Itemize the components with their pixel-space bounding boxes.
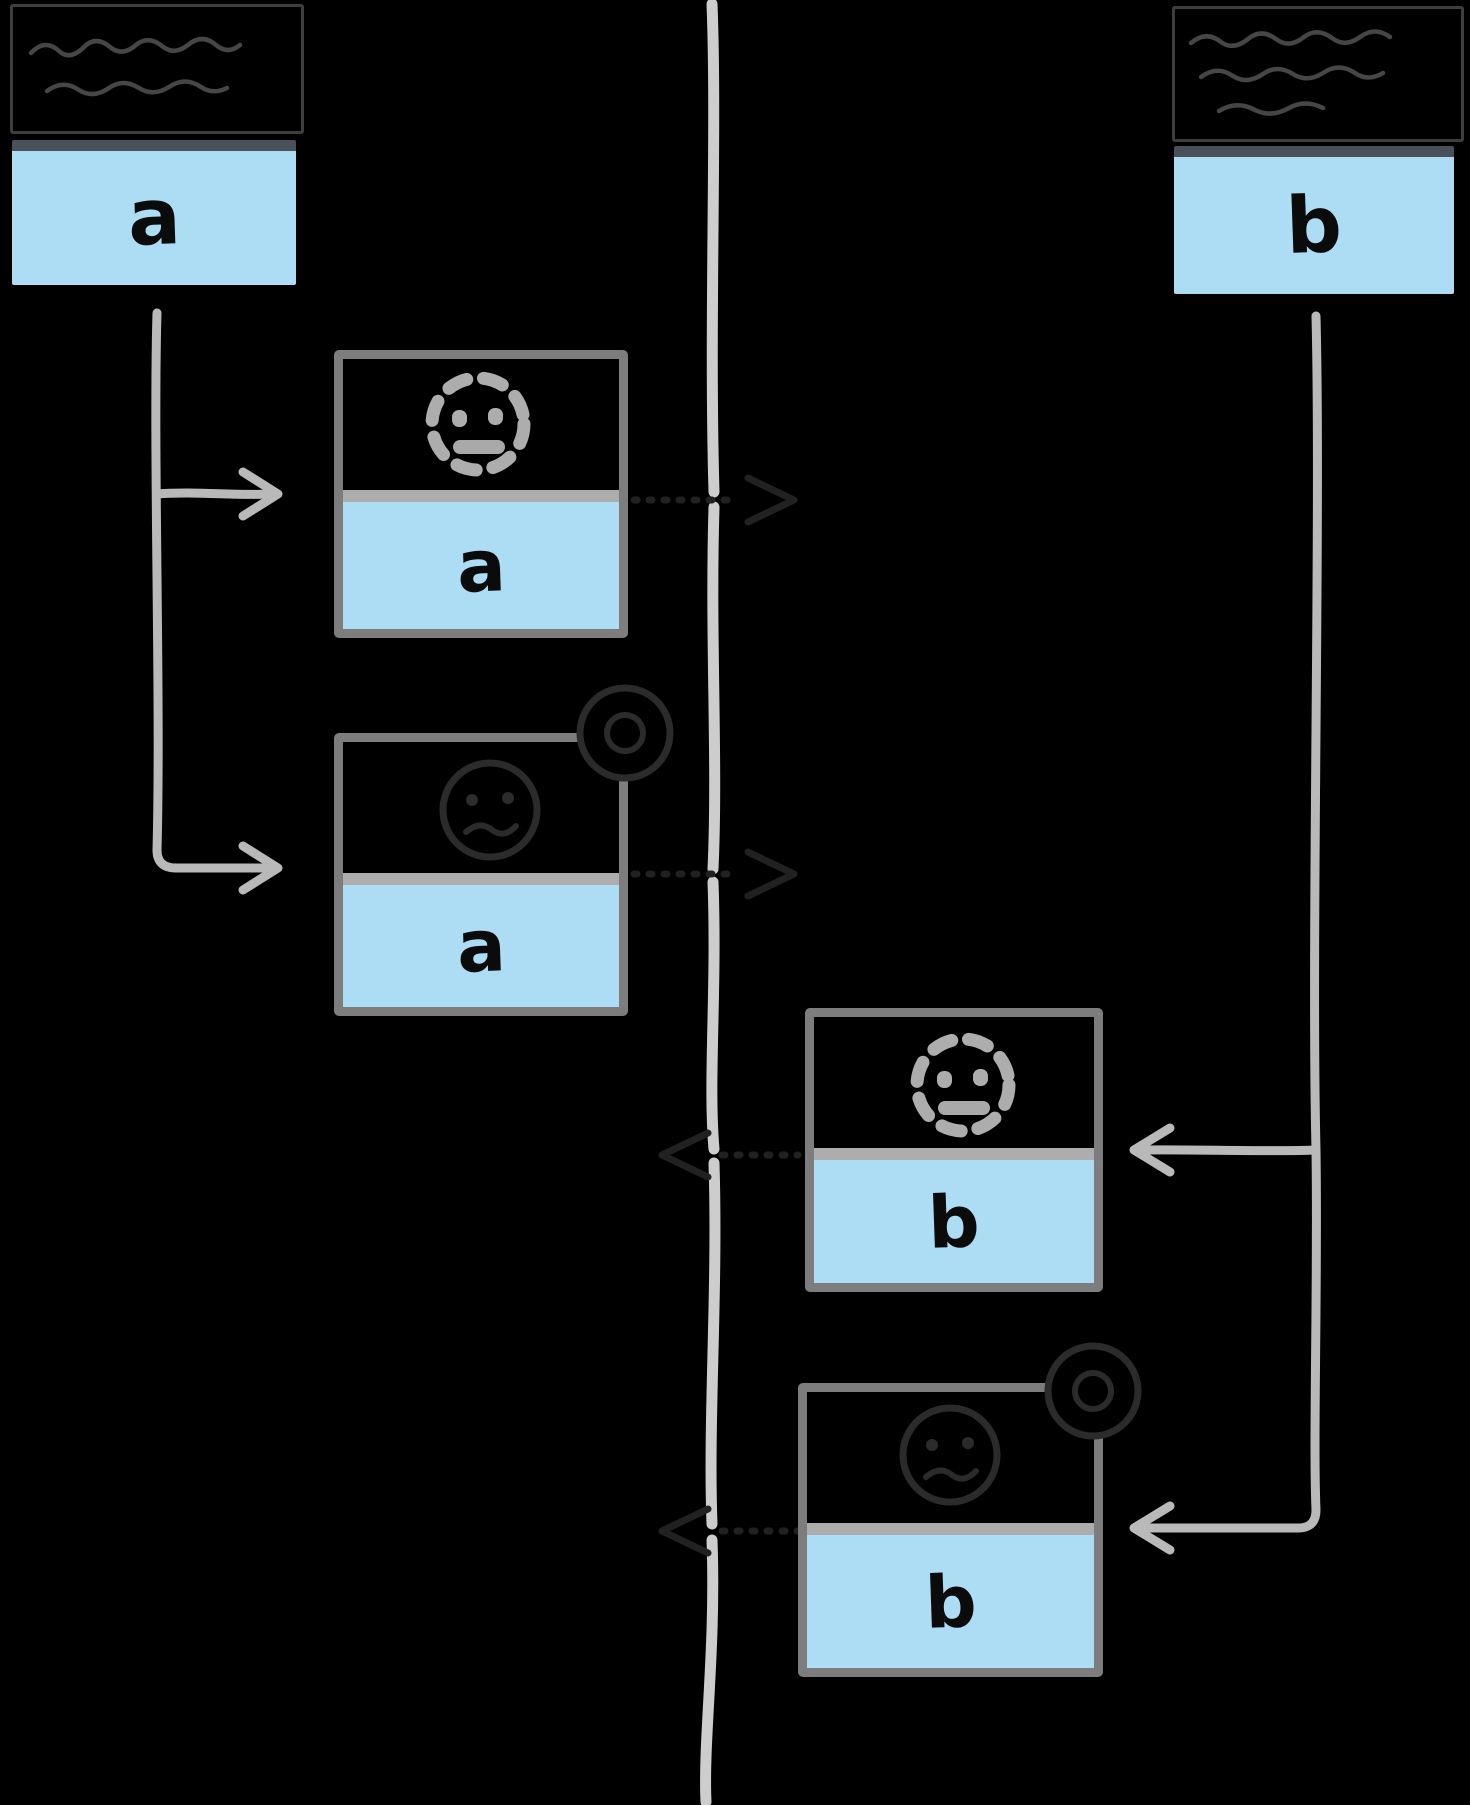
card-value-section: b (807, 1535, 1094, 1668)
card-value-section: b (814, 1160, 1094, 1283)
card-b-label: b (926, 1178, 982, 1265)
header-box-a (10, 4, 304, 134)
dimmed-rings-badge-icon (1044, 1342, 1142, 1440)
source-a-connector (151, 308, 283, 895)
card-b-label: b (923, 1558, 978, 1645)
handwritten-scribble-icon (28, 36, 243, 97)
card-value-section: a (343, 885, 619, 1007)
source-box-b: b (1174, 146, 1454, 294)
source-b-label: b (1284, 179, 1344, 272)
source-b-connector (1129, 311, 1322, 1555)
card-divider (807, 1523, 1094, 1535)
source-box-a: a (12, 140, 296, 285)
source-a-label: a (126, 172, 182, 264)
header-box-b (1172, 6, 1464, 142)
card-divider (343, 490, 619, 502)
dimmed-face-icon (439, 759, 541, 861)
card-divider (343, 873, 619, 885)
card-value-section: a (343, 502, 619, 629)
dotted-placeholder-face-icon (910, 1032, 1016, 1138)
dimmed-rings-badge-icon (576, 684, 674, 782)
handwritten-scribble-icon (1188, 29, 1393, 116)
timeline-line (700, 0, 721, 1805)
dotted-placeholder-face-icon (425, 371, 531, 477)
dimmed-face-icon (899, 1404, 1001, 1506)
render-card-b-dimmed: b (798, 1383, 1103, 1677)
card-a-label: a (455, 903, 507, 989)
card-a-label: a (455, 522, 507, 609)
render-card-a-dimmed: a (334, 733, 628, 1016)
card-divider (814, 1148, 1094, 1160)
render-card-b-pending: b (805, 1008, 1103, 1292)
dimmed-commit-arrows (630, 474, 802, 1557)
